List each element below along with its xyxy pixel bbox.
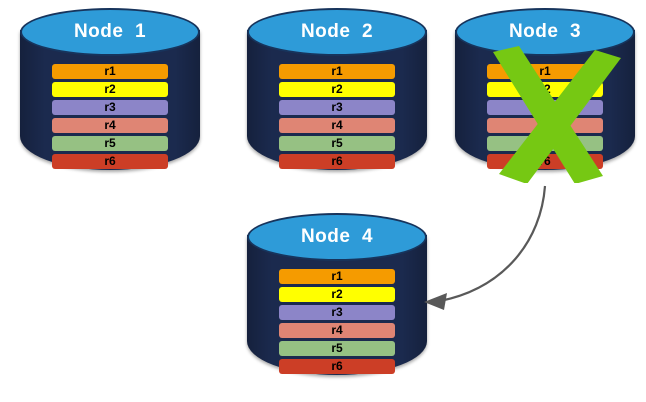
node-2-row-r1[interactable]: r1 bbox=[279, 64, 395, 79]
node-1-row-r5[interactable]: r5 bbox=[52, 136, 168, 151]
node-3-rows: r1 r2 r3 r4 r5 r6 bbox=[487, 64, 603, 169]
node-4-row-r2[interactable]: r2 bbox=[279, 287, 395, 302]
node-3-row-r5[interactable]: r5 bbox=[487, 136, 603, 151]
node-1-rows: r1 r2 r3 r4 r5 r6 bbox=[52, 64, 168, 169]
node-3-row-r6[interactable]: r6 bbox=[487, 154, 603, 169]
node-4-row-r5[interactable]: r5 bbox=[279, 341, 395, 356]
node-1-row-r1[interactable]: r1 bbox=[52, 64, 168, 79]
node-1-row-r3[interactable]: r3 bbox=[52, 100, 168, 115]
node-3-row-r2[interactable]: r2 bbox=[487, 82, 603, 97]
node-4-row-r1[interactable]: r1 bbox=[279, 269, 395, 284]
node-4-row-r4[interactable]: r4 bbox=[279, 323, 395, 338]
node-2[interactable]: Node 2 r1 r2 r3 r4 r5 r6 bbox=[247, 8, 427, 183]
arrow-node3-to-node4-head bbox=[424, 293, 447, 310]
node-3-row-r1[interactable]: r1 bbox=[487, 64, 603, 79]
node-1-row-r6[interactable]: r6 bbox=[52, 154, 168, 169]
node-4-label: Node 4 bbox=[300, 226, 374, 247]
node-2-rows: r1 r2 r3 r4 r5 r6 bbox=[279, 64, 395, 169]
node-2-row-r6[interactable]: r6 bbox=[279, 154, 395, 169]
node-1-cylinder-top bbox=[20, 8, 200, 56]
node-3[interactable]: Node 3 r1 r2 r3 r4 r5 r6 bbox=[455, 8, 635, 183]
node-1-row-r4[interactable]: r4 bbox=[52, 118, 168, 133]
node-4-cylinder-top bbox=[247, 213, 427, 261]
node-3-label: Node 3 bbox=[508, 21, 582, 42]
node-2-row-r3[interactable]: r3 bbox=[279, 100, 395, 115]
node-1[interactable]: Node 1 r1 r2 r3 r4 r5 r6 bbox=[20, 8, 200, 183]
node-2-row-r5[interactable]: r5 bbox=[279, 136, 395, 151]
node-1-row-r2[interactable]: r2 bbox=[52, 82, 168, 97]
node-2-row-r2[interactable]: r2 bbox=[279, 82, 395, 97]
node-3-row-r4[interactable]: r4 bbox=[487, 118, 603, 133]
node-2-cylinder-top bbox=[247, 8, 427, 56]
node-4-row-r6[interactable]: r6 bbox=[279, 359, 395, 374]
node-4-rows: r1 r2 r3 r4 r5 r6 bbox=[279, 269, 395, 374]
node-2-label: Node 2 bbox=[300, 21, 374, 42]
node-3-row-r3[interactable]: r3 bbox=[487, 100, 603, 115]
node-4-row-r3[interactable]: r3 bbox=[279, 305, 395, 320]
arrow-node3-to-node4-path bbox=[439, 185, 547, 303]
node-4[interactable]: Node 4 r1 r2 r3 r4 r5 r6 bbox=[247, 213, 427, 388]
node-2-row-r4[interactable]: r4 bbox=[279, 118, 395, 133]
node-1-label: Node 1 bbox=[73, 21, 147, 42]
